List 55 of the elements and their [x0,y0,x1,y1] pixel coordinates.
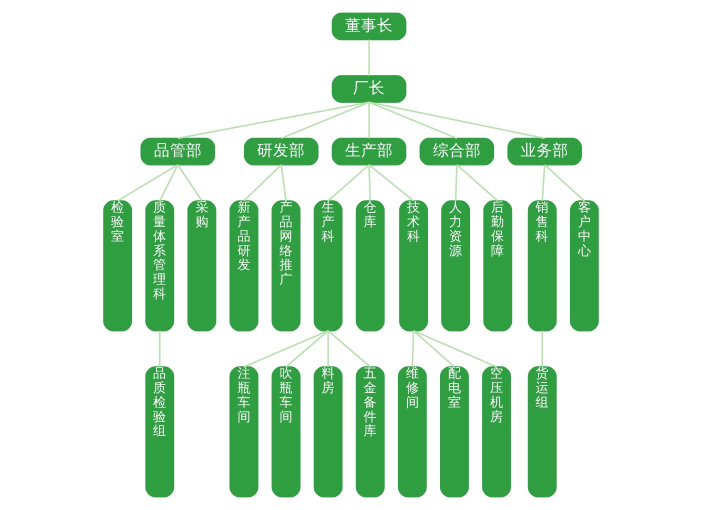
node-box: 业务部 [507,138,582,166]
connector [368,102,458,140]
node-box: 新产品研发 [230,200,258,332]
connector [412,330,414,367]
node-box: 人力资源 [441,200,470,332]
connector [454,164,458,201]
node-box: 品质检验组 [145,366,174,498]
node-box: 技术科 [399,200,428,332]
node-box: 生产部 [332,138,406,166]
connector [368,102,370,138]
node-box: 质量体系管理科 [145,200,174,332]
connector [541,330,544,367]
connector [327,330,329,367]
node-box: 空压机房 [482,366,511,498]
connector [544,164,585,202]
connector [286,330,329,368]
node-box: 采购 [187,200,216,332]
node-box: 料房 [314,366,343,498]
connector [541,164,546,201]
connector [328,330,371,368]
node-box: 五金备件库 [356,366,385,498]
node-box: 综合部 [420,138,494,166]
node-box: 吹瓶车间 [272,366,300,498]
node-box: 生产科 [314,200,343,332]
connector [117,164,178,202]
connector [368,40,370,76]
connector [159,164,178,202]
node-box: 注瓶车间 [230,366,258,498]
node-box: 厂长 [332,75,406,103]
connector [243,164,282,202]
connector [368,164,372,201]
node-box: 货运组 [528,366,557,498]
connector [413,330,497,368]
connector [328,164,370,202]
node-box: 销售科 [528,200,557,332]
node-box: 后勤保障 [483,200,512,332]
node-box: 品管部 [140,138,216,166]
node-box: 董事长 [332,12,406,40]
node-box: 产品网络推广 [272,200,300,332]
connector [178,101,370,140]
connector [368,164,414,202]
node-box: 研发部 [244,138,319,166]
node-box: 配电室 [440,366,469,498]
node-box: 维修间 [398,366,427,498]
node-box: 客户中心 [570,200,599,332]
connector [368,101,545,140]
connector [280,102,370,140]
connector [456,164,498,202]
node-box: 检验室 [103,200,132,332]
node-box: 仓库 [356,200,385,332]
connector [244,330,328,368]
connector [413,330,455,368]
connector [280,164,287,201]
connector [177,164,202,202]
connector [158,330,161,367]
